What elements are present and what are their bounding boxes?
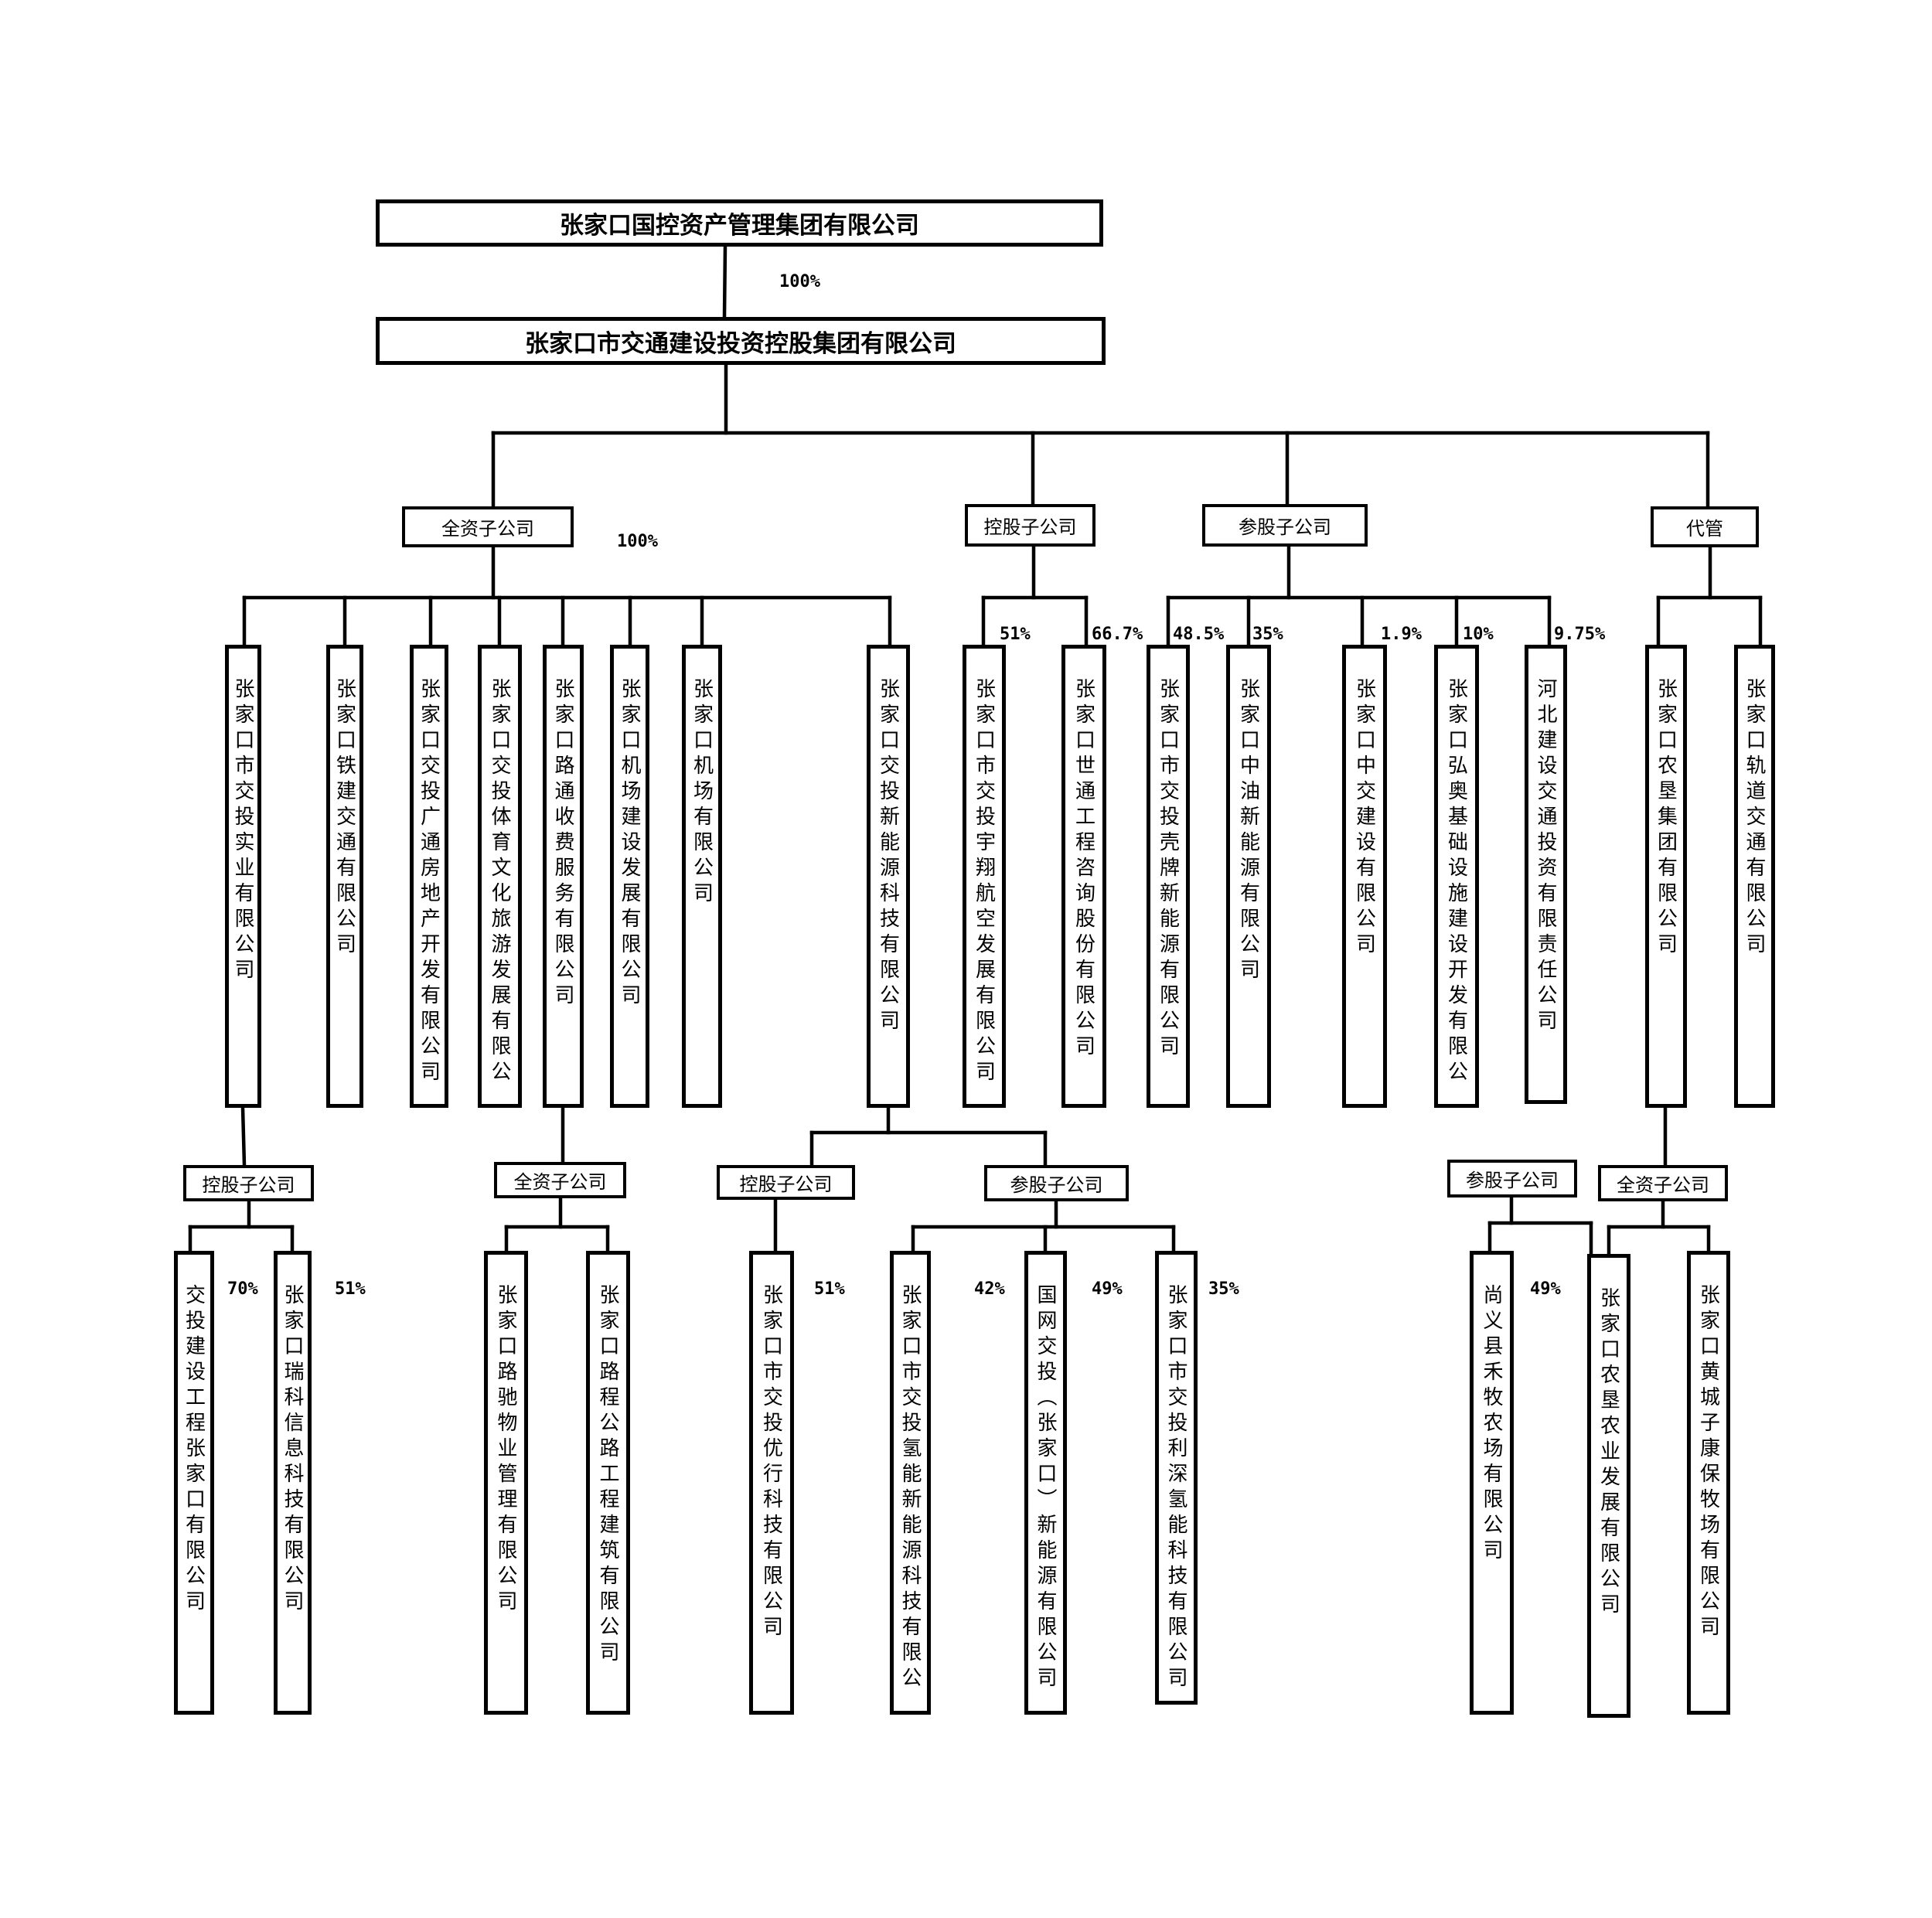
company-name: 张家口机场建设发展有限公司	[618, 678, 641, 1010]
ownership-percentage: 49%	[1530, 1279, 1561, 1299]
company-name: 交投建设工程张家口有限公司	[182, 1284, 206, 1616]
company-box-f5: 张家口路通收费服务有限公司	[543, 645, 584, 1108]
company-name: 张家口市交投氢能新能源科技有限公	[898, 1284, 922, 1692]
company-name: 张家口交投广通房地产开发有限公司	[417, 678, 441, 1086]
ownership-percentage: 42%	[974, 1279, 1005, 1299]
ownership-percentage: 51%	[335, 1279, 366, 1299]
box-label: 全资子公司	[441, 518, 534, 540]
company-name: 张家口路驰物业管理有限公司	[494, 1284, 517, 1616]
company-box-p5: 河北建设交通投资有限责任公司	[1525, 645, 1567, 1104]
company-name: 张家口黄城子康保牧场有限公司	[1696, 1284, 1720, 1641]
company-name: 张家口市交投实业有限公司	[231, 678, 254, 984]
ownership-percentage: 35%	[1252, 625, 1283, 644]
company-box-sb1: 张家口路驰物业管理有限公司	[484, 1251, 528, 1715]
ownership-percentage: 49%	[1092, 1279, 1123, 1299]
company-name: 张家口中交建设有限公司	[1352, 678, 1376, 959]
company-box-sd2: 国网交投（张家口）新能源有限公司	[1024, 1251, 1067, 1715]
company-box-group: 张家口市交通建设投资控股集团有限公司	[376, 317, 1106, 365]
box-label: 控股子公司	[739, 1174, 833, 1195]
category-box-cat-part: 参股子公司	[1202, 504, 1368, 547]
company-box-m2: 张家口轨道交通有限公司	[1734, 645, 1775, 1108]
company-box-root: 张家口国控资产管理集团有限公司	[376, 199, 1103, 247]
company-box-f4: 张家口交投体育文化旅游发展有限公	[478, 645, 522, 1108]
box-label: 张家口市交通建设投资控股集团有限公司	[525, 329, 956, 358]
company-name: 张家口市交投壳牌新能源有限公司	[1156, 678, 1180, 1061]
company-box-f3: 张家口交投广通房地产开发有限公司	[410, 645, 448, 1108]
category-box-sf-cat: 全资子公司	[1598, 1165, 1728, 1201]
category-box-cat-ctrl: 控股子公司	[965, 504, 1095, 547]
company-name: 张家口交投体育文化旅游发展有限公	[488, 678, 511, 1086]
box-label: 参股子公司	[1466, 1170, 1559, 1191]
company-box-f6: 张家口机场建设发展有限公司	[610, 645, 649, 1108]
box-label: 全资子公司	[513, 1171, 607, 1193]
company-box-sc1: 张家口市交投优行科技有限公司	[749, 1251, 794, 1715]
box-label: 参股子公司	[1010, 1174, 1103, 1196]
company-name: 张家口市交投利深氢能科技有限公司	[1164, 1284, 1187, 1692]
company-box-sf1: 张家口农垦农业发展有限公司	[1587, 1254, 1630, 1718]
company-name: 张家口机场有限公司	[690, 678, 714, 908]
company-name: 张家口瑞科信息科技有限公司	[281, 1284, 304, 1616]
company-box-f7: 张家口机场有限公司	[682, 645, 722, 1108]
company-box-c1: 张家口市交投宇翔航空发展有限公司	[963, 645, 1006, 1108]
company-name: 张家口轨道交通有限公司	[1743, 678, 1766, 959]
company-name: 张家口农垦农业发展有限公司	[1596, 1287, 1620, 1619]
company-name: 河北建设交通投资有限责任公司	[1534, 678, 1557, 1035]
box-label: 参股子公司	[1239, 516, 1331, 538]
company-box-p2: 张家口中油新能源有限公司	[1226, 645, 1271, 1108]
company-box-f2: 张家口铁建交通有限公司	[326, 645, 363, 1108]
category-box-cat-full: 全资子公司	[402, 506, 574, 547]
company-name: 国网交投（张家口）新能源有限公司	[1034, 1284, 1057, 1692]
ownership-percentage: 100%	[779, 272, 820, 291]
company-box-f1: 张家口市交投实业有限公司	[225, 645, 261, 1108]
company-box-p4: 张家口弘奥基础设施建设开发有限公	[1434, 645, 1479, 1108]
company-box-p1: 张家口市交投壳牌新能源有限公司	[1147, 645, 1190, 1108]
company-box-p3: 张家口中交建设有限公司	[1342, 645, 1387, 1108]
category-box-sb-cat: 全资子公司	[494, 1162, 626, 1198]
category-box-se-cat: 参股子公司	[1447, 1160, 1577, 1197]
ownership-percentage: 70%	[227, 1279, 258, 1299]
company-box-sa1: 交投建设工程张家口有限公司	[174, 1251, 214, 1715]
company-box-se1: 尚义县禾牧农场有限公司	[1470, 1251, 1514, 1715]
box-label: 全资子公司	[1617, 1174, 1709, 1196]
ownership-percentage: 9.75%	[1554, 625, 1606, 644]
company-box-c2: 张家口世通工程咨询股份有限公司	[1061, 645, 1106, 1108]
category-box-sc-cat: 控股子公司	[717, 1165, 855, 1200]
box-label: 控股子公司	[983, 516, 1077, 538]
company-name: 张家口世通工程咨询股份有限公司	[1072, 678, 1095, 1061]
ownership-percentage: 35%	[1208, 1279, 1239, 1299]
company-box-f8: 张家口交投新能源科技有限公司	[867, 645, 910, 1108]
connector-line	[240, 1105, 247, 1167]
company-box-sf2: 张家口黄城子康保牧场有限公司	[1687, 1251, 1730, 1715]
company-name: 张家口路程公路工程建筑有限公司	[596, 1284, 619, 1667]
connector-line	[722, 244, 727, 319]
ownership-percentage: 10%	[1463, 625, 1494, 644]
company-name: 张家口铁建交通有限公司	[332, 678, 356, 959]
ownership-percentage: 51%	[814, 1279, 845, 1299]
ownership-percentage: 100%	[617, 532, 658, 551]
company-box-sb2: 张家口路程公路工程建筑有限公司	[586, 1251, 630, 1715]
company-name: 张家口交投新能源科技有限公司	[876, 678, 900, 1035]
company-name: 张家口市交投优行科技有限公司	[759, 1284, 783, 1641]
company-box-sa2: 张家口瑞科信息科技有限公司	[274, 1251, 312, 1715]
ownership-percentage: 51%	[1000, 625, 1031, 644]
box-label: 代管	[1686, 518, 1723, 540]
company-name: 尚义县禾牧农场有限公司	[1480, 1284, 1503, 1565]
ownership-percentage: 66.7%	[1092, 625, 1143, 644]
company-name: 张家口弘奥基础设施建设开发有限公	[1444, 678, 1468, 1086]
company-box-sd3: 张家口市交投利深氢能科技有限公司	[1155, 1251, 1198, 1705]
company-name: 张家口农垦集团有限公司	[1654, 678, 1678, 959]
ownership-percentage: 1.9%	[1381, 625, 1422, 644]
ownership-percentage: 48.5%	[1173, 625, 1225, 644]
box-label: 张家口国控资产管理集团有限公司	[560, 212, 919, 240]
company-name: 张家口中油新能源有限公司	[1236, 678, 1260, 984]
category-box-cat-managed: 代管	[1651, 506, 1759, 547]
box-label: 控股子公司	[202, 1174, 295, 1196]
company-name: 张家口路通收费服务有限公司	[551, 678, 574, 1010]
category-box-sd-cat: 参股子公司	[984, 1165, 1129, 1201]
company-name: 张家口市交投宇翔航空发展有限公司	[972, 678, 996, 1086]
company-box-m1: 张家口农垦集团有限公司	[1645, 645, 1687, 1108]
company-box-sd1: 张家口市交投氢能新能源科技有限公	[890, 1251, 931, 1715]
category-box-sa-cat: 控股子公司	[183, 1165, 314, 1201]
